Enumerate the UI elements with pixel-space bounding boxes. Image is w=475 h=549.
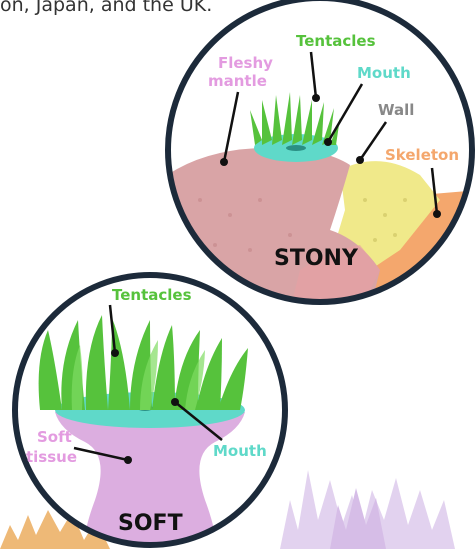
soft-mouth-label: Mouth [213, 442, 267, 460]
soft-tentacles-label: Tentacles [112, 286, 192, 304]
stony-tentacles-label: Tentacles [296, 32, 376, 50]
stony-wall-label: Wall [378, 101, 414, 119]
stony-coral-circle: Tentacles Fleshy mantle Mouth Wall Skele… [160, 0, 475, 330]
soft-tissue-label-2: tissue [26, 448, 77, 466]
stony-fleshy-mantle-label-1: Fleshy [218, 54, 273, 72]
stony-title: STONY [274, 246, 359, 271]
soft-coral-circle: Tentacles Soft tissue Mouth SOFT [15, 275, 285, 549]
soft-tissue-label-1: Soft [37, 428, 72, 446]
soft-title: SOFT [118, 511, 183, 536]
stony-mouth-label: Mouth [357, 64, 411, 82]
stony-fleshy-mantle-label-2: mantle [208, 72, 267, 90]
stony-skeleton-label: Skeleton [385, 146, 459, 164]
